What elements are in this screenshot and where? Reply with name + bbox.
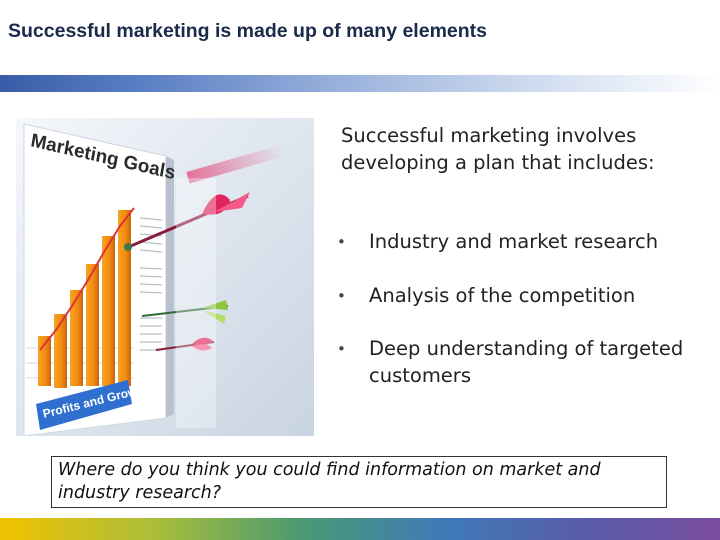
marketing-goals-illustration: Marketing Goals Profits and Growth	[16, 118, 314, 437]
bullet-item: • Deep understanding of targeted custome…	[337, 336, 697, 389]
bullet-item: • Industry and market research	[337, 229, 697, 256]
bullet-list: • Industry and market research • Analysi…	[337, 229, 697, 389]
bullet-item: • Analysis of the competition	[337, 283, 697, 310]
bottom-gradient-bar	[0, 518, 720, 540]
bullet-dot-icon: •	[337, 340, 346, 358]
bullet-text: Deep understanding of targeted customers	[369, 337, 684, 387]
bullet-dot-icon: •	[337, 286, 346, 305]
marketing-goals-image: Marketing Goals Profits and Growth	[16, 118, 314, 437]
bullet-dot-icon: •	[337, 233, 346, 251]
bullet-text: Industry and market research	[369, 230, 659, 253]
question-text: Where do you think you could find inform…	[58, 460, 601, 503]
bullet-text: Analysis of the competition	[369, 283, 636, 307]
slide-body-text: Successful marketing involves developing…	[341, 124, 655, 174]
slide-title: Successful marketing is made up of many …	[8, 20, 487, 42]
top-gradient-bar	[0, 75, 720, 92]
question-box: Where do you think you could find inform…	[51, 456, 667, 508]
